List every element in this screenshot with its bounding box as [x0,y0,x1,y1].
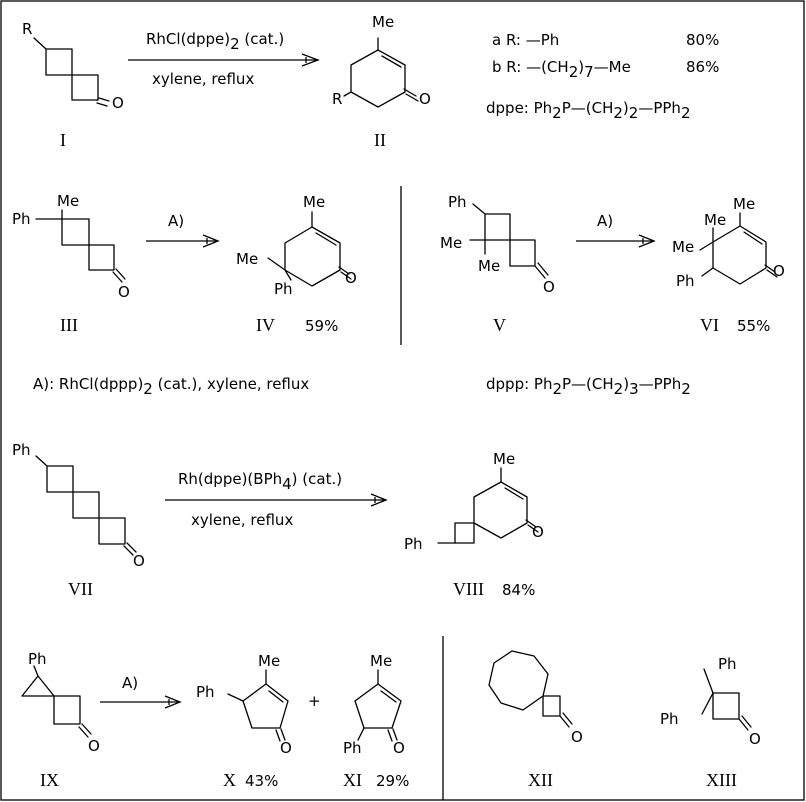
Ph-label: Ph [12,210,31,228]
O-label: O [280,739,292,757]
reaction-arrow-A-1 [146,234,220,248]
yield-X: 43% [245,772,278,790]
yield-IV: 59% [305,317,338,335]
Me-label: Me [236,250,258,268]
Me-label: Me [370,652,392,670]
label-XIII: XIII [706,770,737,790]
compound-I: R O [22,20,124,112]
reaction7-conditions: xylene, reflux [191,511,293,529]
Me-label: Me [440,234,462,252]
Me-label: Me [672,238,694,256]
label-III: III [60,315,78,335]
label-XI: XI [343,770,362,790]
O-label: O [419,90,431,108]
compound-VI: Me Me Me Ph O [672,195,785,290]
reaction7-catalyst: Rh(dppe)(BPh4) (cat.) [178,470,342,493]
Ph-label: Ph [28,650,47,668]
compound-V: Ph Me Me O [440,193,555,296]
O-label: O [749,730,761,748]
yield-XI: 29% [376,772,409,790]
compound-XII: O [488,650,583,746]
O-label: O [532,523,544,541]
compound-VIII: Me Ph O [404,450,544,553]
reaction-arrow-A-2 [576,234,656,248]
label-VIII: VIII [453,579,484,599]
O-label: O [543,278,555,296]
compound-IX: Ph O [21,650,100,755]
label-IV: IV [256,315,275,335]
reaction1-conditions: xylene, reflux [152,70,254,88]
dppp-definition: dppp: Ph2P—(CH2)3—PPh2 [486,375,691,398]
yield-VIII: 84% [502,581,535,599]
conditions-A: A): RhCl(dppp)2 (cat.), xylene, reflux [33,375,309,398]
O-label: O [88,737,100,755]
label-VI: VI [700,315,719,335]
yield-a: 80% [686,31,719,49]
compound-XI: Me Ph O [343,652,405,757]
O-label: O [133,552,145,570]
compound-VII: Ph O [12,441,145,570]
yield-b: 86% [686,58,719,76]
compound-IV: Me Me Ph O [236,193,357,298]
arrow-A-label: A) [168,212,184,230]
R-label: R [22,20,32,38]
Me-label: Me [704,211,726,229]
dppe-definition: dppe: Ph2P—(CH2)2—PPh2 [486,99,690,122]
O-label: O [773,262,785,280]
substituent-b: b R: —(CH2)7—Me [492,58,631,81]
compound-XIII: Ph Ph O [660,655,761,748]
Me-label: Me [372,13,394,31]
O-label: O [118,283,130,301]
label-I: I [60,130,66,150]
arrow-A-label: A) [122,674,138,692]
label-II: II [374,130,386,150]
Me-label: Me [303,193,325,211]
Me-label: Me [57,192,79,210]
Ph-label: Ph [676,272,695,290]
Ph-label: Ph [343,739,362,757]
Ph-label: Ph [718,655,737,673]
reaction-arrow-1 [128,53,320,67]
Me-label: Me [733,195,755,213]
O-label: O [345,269,357,287]
O-label: O [571,728,583,746]
substituent-a: a R: —Ph [492,31,559,49]
label-V: V [493,315,506,335]
arrow-A-label: A) [597,212,613,230]
Ph-label: Ph [12,441,31,459]
yield-VI: 55% [737,317,770,335]
Me-label: Me [478,257,500,275]
Ph-label: Ph [196,683,215,701]
plus-sign: + [308,692,321,710]
Ph-label: Ph [660,710,679,728]
O-label: O [393,739,405,757]
compound-III: Me Ph O [12,192,130,301]
Ph-label: Ph [448,193,467,211]
Ph-label: Ph [404,535,423,553]
O-label: O [112,94,124,112]
compound-X: Me Ph O [196,652,292,757]
label-XII: XII [528,770,553,790]
label-VII: VII [68,579,93,599]
reaction-arrow-3 [165,493,388,507]
Ph-label: Ph [274,280,293,298]
compound-II: Me R O [332,13,431,108]
Me-label: Me [258,652,280,670]
reaction1-catalyst: RhCl(dppe)2 (cat.) [146,30,284,53]
label-X: X [223,770,236,790]
label-IX: IX [40,770,59,790]
Me-label: Me [493,450,515,468]
reaction-arrow-A-3 [100,695,182,709]
R-label: R [332,90,342,108]
